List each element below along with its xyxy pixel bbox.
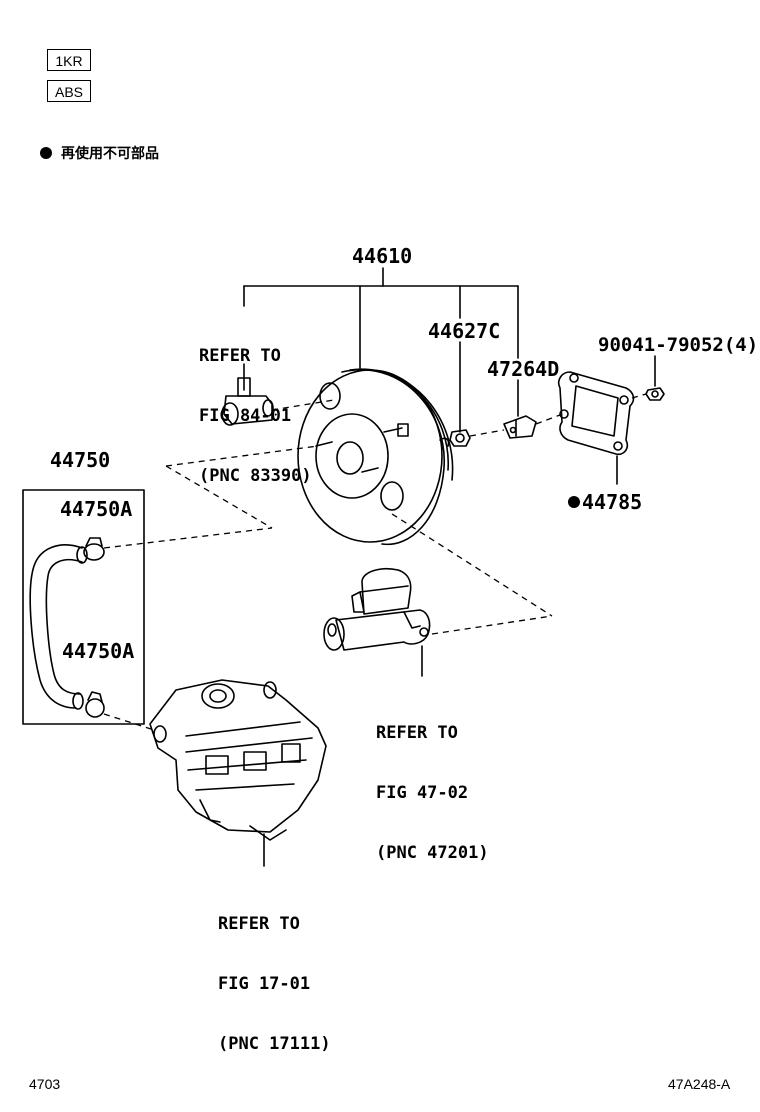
- part-number-gasket: 44785: [582, 490, 643, 514]
- code-box-engine: 1KR: [47, 49, 91, 71]
- clevis-drawing: [503, 415, 537, 439]
- reference-master-cylinder-line3: (PNC 47201): [376, 843, 489, 863]
- legend-text: 再使用不可部品: [61, 146, 159, 162]
- code-box-abs: ABS: [47, 80, 91, 102]
- part-number-clip-upper: 44750A: [60, 497, 133, 521]
- master-cylinder-drawing: [323, 567, 431, 677]
- booster-sensor-drawing: [221, 377, 274, 426]
- reference-master-cylinder-line2: FIG 47-02: [376, 783, 469, 803]
- hose-clip-upper-drawing: [83, 537, 105, 561]
- part-number-gasket-row: 44785: [568, 491, 642, 513]
- reference-intake-manifold-line1: REFER TO: [218, 914, 300, 934]
- part-number-clip-lower: 44750A: [62, 639, 135, 663]
- part-number-hose-assembly: 44750: [50, 448, 111, 472]
- legend: 再使用不可部品: [40, 144, 159, 164]
- check-valve-drawing: [449, 429, 471, 447]
- vacuum-hose-drawing: [29, 544, 88, 710]
- part-number-nut: 90041-79052(4): [598, 334, 759, 356]
- gasket-drawing: [557, 371, 635, 456]
- non-reusable-bullet-icon: [40, 147, 52, 159]
- reference-sensor-line2: FIG 84-01: [199, 406, 292, 426]
- non-reusable-bullet-icon: [568, 496, 580, 508]
- reference-intake-manifold: REFER TO FIG 17-01 (PNC 17111): [218, 874, 331, 1074]
- reference-intake-manifold-line3: (PNC 17111): [218, 1034, 331, 1054]
- booster-leader-lines: [243, 267, 656, 485]
- reference-master-cylinder: REFER TO FIG 47-02 (PNC 47201): [376, 683, 489, 883]
- hose-clip-lower-drawing: [85, 691, 105, 718]
- reference-intake-manifold-line2: FIG 17-01: [218, 974, 311, 994]
- part-number-booster: 44610: [352, 244, 413, 268]
- brake-booster-drawing: [297, 368, 454, 546]
- figure-number: 4703: [29, 1076, 61, 1092]
- part-number-clevis: 47264D: [487, 357, 560, 381]
- illustration-code: 47A248-A: [668, 1076, 731, 1092]
- intake-manifold-drawing: [149, 679, 327, 867]
- reference-master-cylinder-line1: REFER TO: [376, 723, 458, 743]
- reference-sensor-line1: REFER TO: [199, 346, 281, 366]
- mounting-nut-drawing: [645, 387, 665, 401]
- part-number-check-valve: 44627C: [428, 319, 501, 343]
- reference-sensor-line3: (PNC 83390): [199, 466, 312, 486]
- reference-sensor: REFER TO FIG 84-01 (PNC 83390): [199, 306, 312, 506]
- hose-group-bracket: [22, 489, 145, 725]
